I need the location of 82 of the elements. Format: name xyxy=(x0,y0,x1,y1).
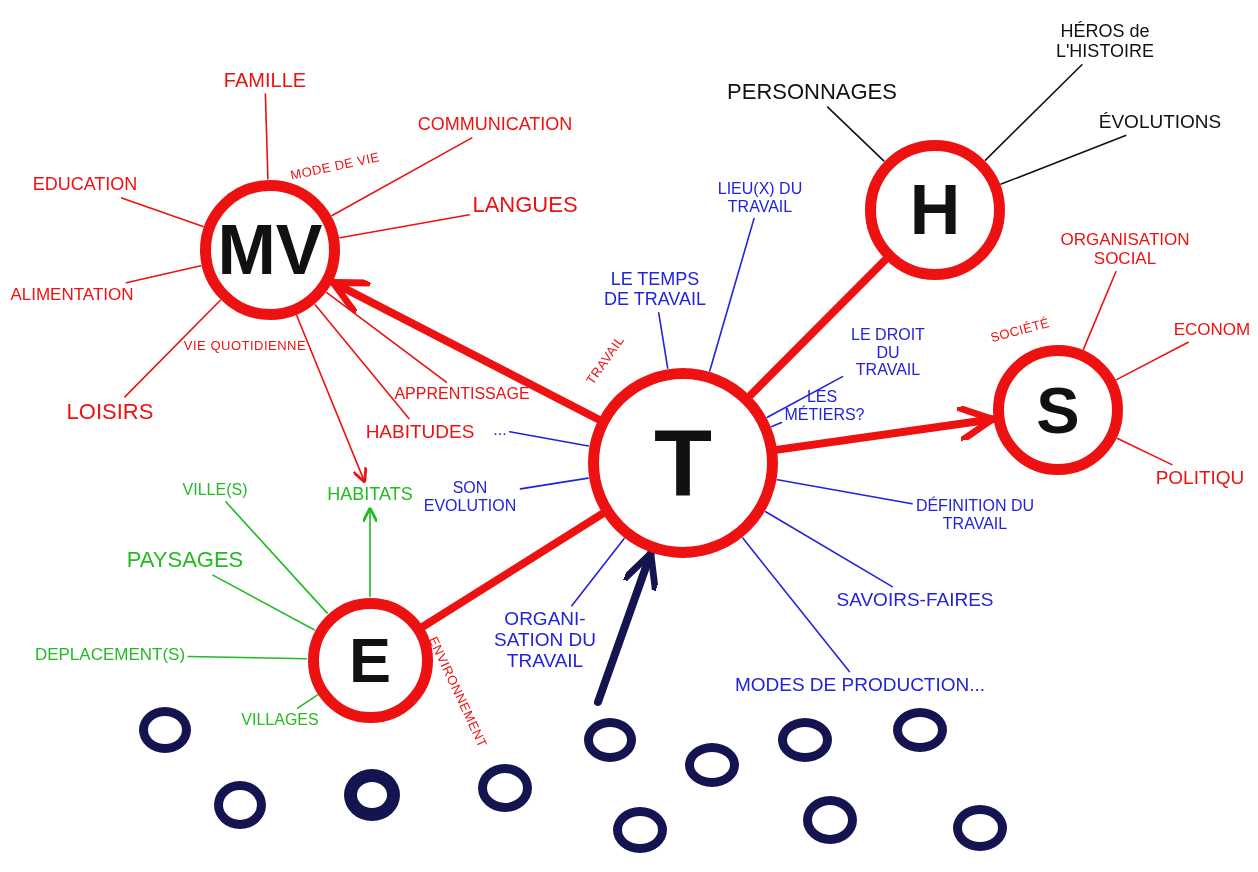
topic-label: LE TEMPS DE TRAVAIL xyxy=(597,270,713,310)
connector-line xyxy=(225,501,328,614)
topic-label: HÉROS de L'HISTOIRE xyxy=(1030,22,1180,62)
hub-letter: T xyxy=(654,408,712,518)
connector-line xyxy=(746,256,889,399)
connector-line xyxy=(339,214,471,239)
topic-label: POLITIQU xyxy=(1155,467,1245,489)
connector-line xyxy=(1000,134,1127,185)
topic-label: ORGANI- SATION DU TRAVAIL xyxy=(492,608,598,672)
connector-line xyxy=(1082,270,1117,350)
connector-line xyxy=(419,510,606,631)
empty-circle xyxy=(584,718,636,762)
topic-label: HABITATS xyxy=(327,485,413,505)
arrow xyxy=(361,506,379,598)
topic-label: COMMUNICATION xyxy=(417,115,573,135)
connector-line xyxy=(264,93,269,180)
connector-line xyxy=(742,537,851,673)
arrow xyxy=(594,549,659,706)
connector-line xyxy=(776,479,913,505)
connector-line xyxy=(120,197,204,228)
topic-label: VILLE(S) xyxy=(182,481,248,499)
empty-circle xyxy=(685,743,739,787)
topic-label: DÉFINITION DU TRAVAIL xyxy=(915,497,1035,533)
topic-label: SON EVOLUTION xyxy=(422,479,518,515)
topic-label: MODES DE PRODUCTION... xyxy=(734,674,986,696)
topic-label: LE DROIT DU TRAVAIL xyxy=(845,325,931,379)
arrow xyxy=(296,314,368,484)
topic-label: LIEU(X) DU TRAVAIL xyxy=(710,180,810,216)
arrow xyxy=(774,403,997,454)
connector-line xyxy=(771,421,783,428)
connector-line xyxy=(764,511,893,588)
topic-label: SAVOIRS-FAIRES xyxy=(836,589,994,611)
topic-label: LOISIRS xyxy=(66,399,154,425)
connector-line xyxy=(326,291,448,383)
empty-circle xyxy=(214,781,266,829)
connector-line xyxy=(709,217,755,372)
topic-label: APPRENTISSAGE xyxy=(394,385,530,403)
topic-label: PERSONNAGES xyxy=(727,79,897,105)
topic-label: DEPLACEMENT(S) xyxy=(34,645,186,665)
connector-line xyxy=(331,137,473,217)
connector-line xyxy=(314,304,410,420)
connector-line xyxy=(826,106,885,162)
hub-circle xyxy=(865,140,1005,280)
connector-line xyxy=(766,375,844,419)
topic-label: ... xyxy=(493,421,507,439)
hub-letter: MV xyxy=(217,210,323,290)
connector-line xyxy=(984,64,1083,161)
connector-line xyxy=(187,655,308,660)
connector-line xyxy=(657,312,669,369)
hub-heading: MODE DE VIE xyxy=(289,149,381,183)
topic-label: ECONOM xyxy=(1173,320,1251,340)
empty-circle xyxy=(344,769,400,821)
topic-label: EDUCATION xyxy=(32,175,138,195)
hub-letter: H xyxy=(909,170,961,250)
connector-line xyxy=(571,537,625,607)
empty-circle xyxy=(953,805,1007,851)
connector-line xyxy=(1115,341,1189,381)
hub-letter: E xyxy=(349,624,391,696)
connector-line xyxy=(212,574,315,631)
empty-circle xyxy=(139,707,191,753)
empty-circle xyxy=(893,708,947,752)
connector-line xyxy=(1116,437,1173,466)
topic-label: VILLAGES xyxy=(241,711,319,729)
topic-label: LANGUES xyxy=(472,192,578,218)
connector-line xyxy=(519,477,589,490)
topic-label: PAYSAGES xyxy=(126,547,244,573)
empty-circle xyxy=(803,796,857,844)
connector-line xyxy=(296,694,318,709)
hub-letter: S xyxy=(1036,372,1080,448)
topic-label: ALIMENTATION xyxy=(10,285,134,305)
topic-label: FAMILLE xyxy=(223,69,307,91)
arrow xyxy=(329,278,602,423)
empty-circle xyxy=(778,718,832,762)
hub-heading: VIE QUOTIDIENNE xyxy=(183,337,307,353)
topic-label: ÉVOLUTIONS xyxy=(1098,111,1222,133)
connector-line xyxy=(508,430,590,447)
empty-circle xyxy=(478,764,532,812)
topic-label: ORGANISATION SOCIAL xyxy=(1055,231,1195,269)
connector-line xyxy=(125,264,202,284)
connector-line xyxy=(124,299,221,398)
topic-label: HABITUDES xyxy=(365,421,475,443)
empty-circle xyxy=(613,807,667,853)
